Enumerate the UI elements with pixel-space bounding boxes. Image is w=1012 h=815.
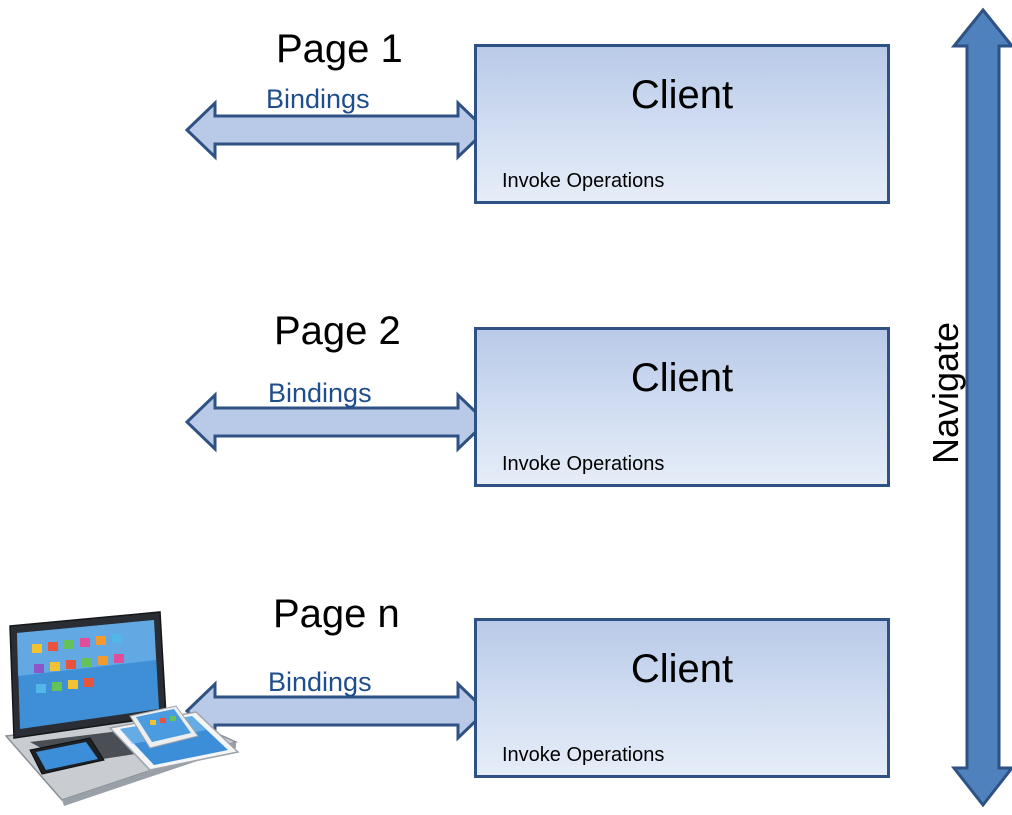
client-box-1: Client Invoke Operations	[474, 44, 890, 204]
client-title-3: Client	[630, 647, 734, 691]
client-operations-2: Invoke Operations	[502, 453, 665, 475]
bindings-label-1: Bindings	[266, 84, 370, 114]
client-operations-3: Invoke Operations	[502, 744, 665, 766]
bindings-label-2: Bindings	[268, 378, 372, 408]
page-label-3: Page n	[273, 592, 400, 636]
page-label-2: Page 2	[274, 309, 401, 353]
client-box-2: Client Invoke Operations	[474, 327, 890, 487]
navigate-arrow	[950, 7, 1012, 808]
client-title-2: Client	[630, 356, 734, 400]
page-label-1: Page 1	[276, 27, 403, 71]
client-operations-1: Invoke Operations	[502, 170, 665, 192]
client-box-3: Client Invoke Operations	[474, 618, 890, 778]
bindings-label-3: Bindings	[268, 667, 372, 697]
laptop-tablet-phones-icon	[4, 611, 240, 806]
navigate-label: Navigate	[925, 321, 966, 465]
client-title-1: Client	[630, 73, 734, 117]
